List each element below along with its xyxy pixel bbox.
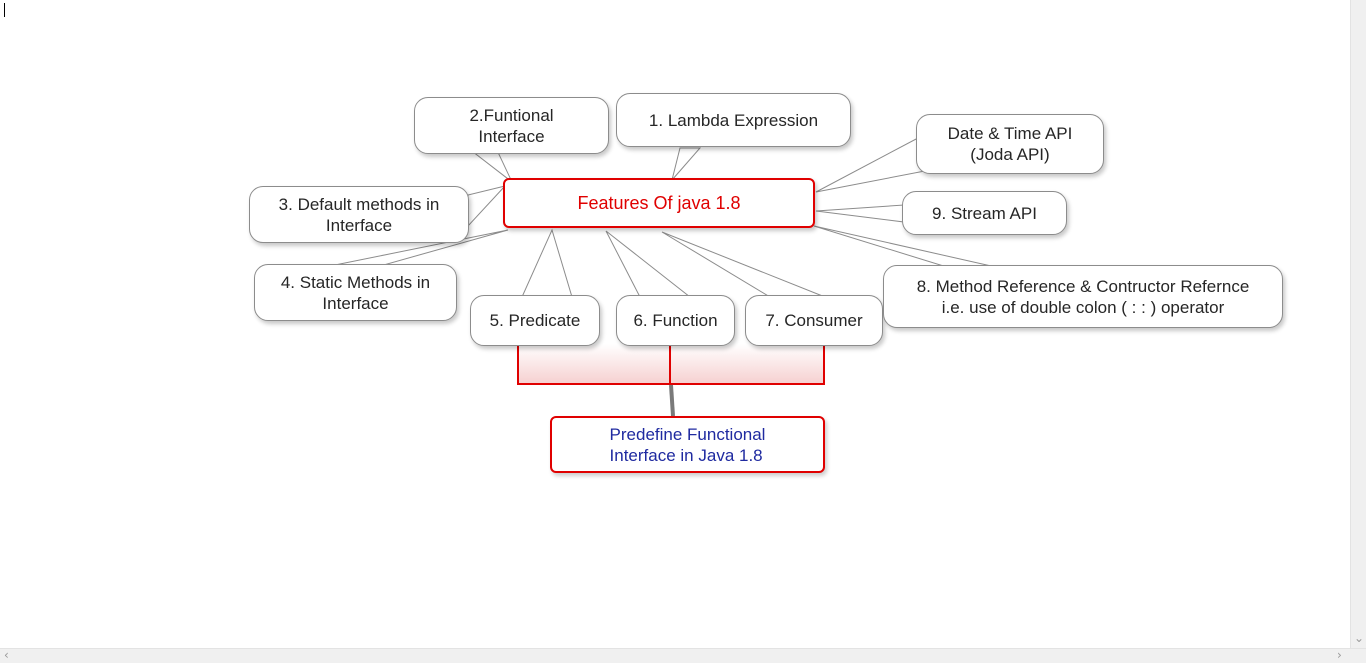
node-label: 1. Lambda Expression: [648, 110, 819, 130]
node-label: 8. Method Reference & Contructor Refernc…: [916, 276, 1250, 317]
node-predicate[interactable]: 5. Predicate: [470, 295, 600, 346]
pointer-consumer: [661, 231, 826, 298]
node-lambda-expression[interactable]: 1. Lambda Expression: [616, 93, 851, 147]
node-method-reference[interactable]: 8. Method Reference & Contructor Refernc…: [883, 265, 1283, 328]
central-topic-label: Features Of java 1.8: [577, 192, 741, 213]
pointer-lambda: [671, 147, 702, 181]
pointer-default: [467, 185, 507, 228]
node-consumer[interactable]: 7. Consumer: [745, 295, 883, 346]
node-label: 7. Consumer: [765, 311, 863, 330]
pointer-predicate: [521, 228, 573, 298]
text-caret: [4, 3, 5, 17]
pointer-stream: [815, 204, 905, 223]
group-connector: [669, 384, 675, 417]
chevron-right-icon[interactable]: ›: [1337, 648, 1342, 662]
central-topic[interactable]: Features Of java 1.8: [503, 178, 815, 228]
node-function[interactable]: 6. Function: [616, 295, 735, 346]
node-stream-api[interactable]: 9. Stream API: [902, 191, 1067, 235]
horizontal-scrollbar[interactable]: ‹ ›: [0, 648, 1366, 663]
node-label: 9. Stream API: [932, 203, 1037, 223]
node-label: 2.Funtional Interface: [469, 105, 554, 146]
node-default-methods[interactable]: 3. Default methods in Interface: [249, 186, 469, 243]
group-predefine-functional-interface[interactable]: Predefine Functional Interface in Java 1…: [550, 416, 825, 473]
node-date-time-api[interactable]: Date & Time API (Joda API): [916, 114, 1104, 174]
node-label: 5. Predicate: [489, 311, 581, 330]
chevron-left-icon[interactable]: ‹: [4, 648, 9, 662]
node-static-methods[interactable]: 4. Static Methods in Interface: [254, 264, 457, 321]
node-functional-interface[interactable]: 2.Funtional Interface: [414, 97, 609, 154]
group-label: Predefine Functional Interface in Java 1…: [609, 424, 766, 465]
vertical-scrollbar[interactable]: ⌄: [1350, 0, 1366, 648]
group-bracket: [517, 344, 825, 385]
node-label: Date & Time API (Joda API): [947, 124, 1073, 164]
chevron-down-icon[interactable]: ⌄: [1354, 631, 1365, 645]
node-label: 6. Function: [633, 311, 718, 330]
node-label: 3. Default methods in Interface: [278, 194, 440, 235]
node-label: 4. Static Methods in Interface: [280, 272, 431, 313]
